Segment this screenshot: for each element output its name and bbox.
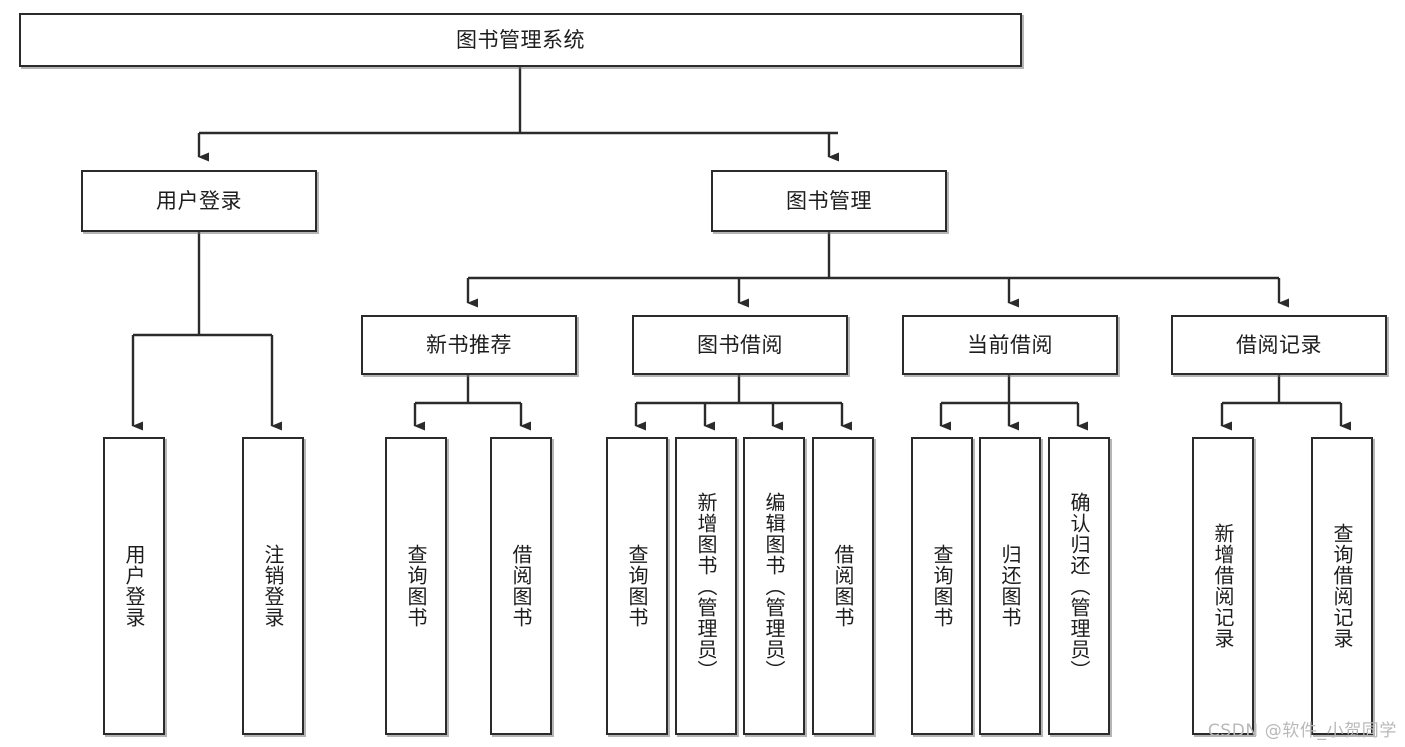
node-leaf-logout[interactable]: 注销登录 (242, 437, 304, 735)
node-leaf-return-book-label: 归还图书 (998, 544, 1022, 628)
node-current-borrow[interactable]: 当前借阅 (902, 315, 1118, 375)
node-book-borrow-label: 图书借阅 (697, 332, 783, 357)
node-book-manage-label: 图书管理 (786, 188, 872, 213)
node-root[interactable]: 图书管理系统 (19, 13, 1022, 67)
node-current-borrow-label: 当前借阅 (967, 332, 1053, 357)
node-leaf-query-book-3-label: 查询图书 (930, 544, 954, 628)
node-leaf-query-record-label: 查询借阅记录 (1330, 523, 1354, 649)
node-new-book-rec-label: 新书推荐 (426, 332, 512, 357)
node-leaf-borrow-book-2[interactable]: 借阅图书 (812, 437, 874, 735)
node-leaf-add-book-label: 新增图书（管理员） (694, 491, 718, 681)
node-leaf-confirm-return[interactable]: 确认归还（管理员） (1048, 437, 1110, 735)
node-leaf-logout-label: 注销登录 (261, 544, 285, 628)
node-leaf-borrow-book-2-label: 借阅图书 (831, 544, 855, 628)
node-borrow-record-label: 借阅记录 (1236, 332, 1322, 357)
csdn-watermark: CSDN @软件_小贺同学 (1207, 721, 1397, 741)
node-leaf-return-book[interactable]: 归还图书 (979, 437, 1041, 735)
node-leaf-add-book[interactable]: 新增图书（管理员） (675, 437, 737, 735)
node-leaf-query-book-1-label: 查询图书 (404, 544, 428, 628)
node-book-manage[interactable]: 图书管理 (711, 170, 947, 232)
node-leaf-confirm-return-label: 确认归还（管理员） (1067, 491, 1091, 681)
node-new-book-rec[interactable]: 新书推荐 (361, 315, 577, 375)
node-leaf-borrow-book-1-label: 借阅图书 (509, 544, 533, 628)
node-book-borrow[interactable]: 图书借阅 (632, 315, 848, 375)
node-leaf-add-record-label: 新增借阅记录 (1211, 523, 1235, 649)
node-user-login-label: 用户登录 (156, 188, 242, 213)
node-borrow-record[interactable]: 借阅记录 (1171, 315, 1387, 375)
node-leaf-query-book-3[interactable]: 查询图书 (911, 437, 973, 735)
node-root-label: 图书管理系统 (456, 27, 585, 52)
node-leaf-query-record[interactable]: 查询借阅记录 (1311, 437, 1373, 735)
node-leaf-query-book-2-label: 查询图书 (625, 544, 649, 628)
node-leaf-add-record[interactable]: 新增借阅记录 (1192, 437, 1254, 735)
node-leaf-user-login-label: 用户登录 (122, 544, 146, 628)
node-leaf-query-book-1[interactable]: 查询图书 (385, 437, 447, 735)
node-leaf-user-login[interactable]: 用户登录 (103, 437, 165, 735)
node-leaf-query-book-2[interactable]: 查询图书 (606, 437, 668, 735)
node-leaf-borrow-book-1[interactable]: 借阅图书 (490, 437, 552, 735)
node-user-login[interactable]: 用户登录 (81, 170, 317, 232)
node-leaf-edit-book-label: 编辑图书（管理员） (762, 491, 786, 681)
node-leaf-edit-book[interactable]: 编辑图书（管理员） (743, 437, 805, 735)
